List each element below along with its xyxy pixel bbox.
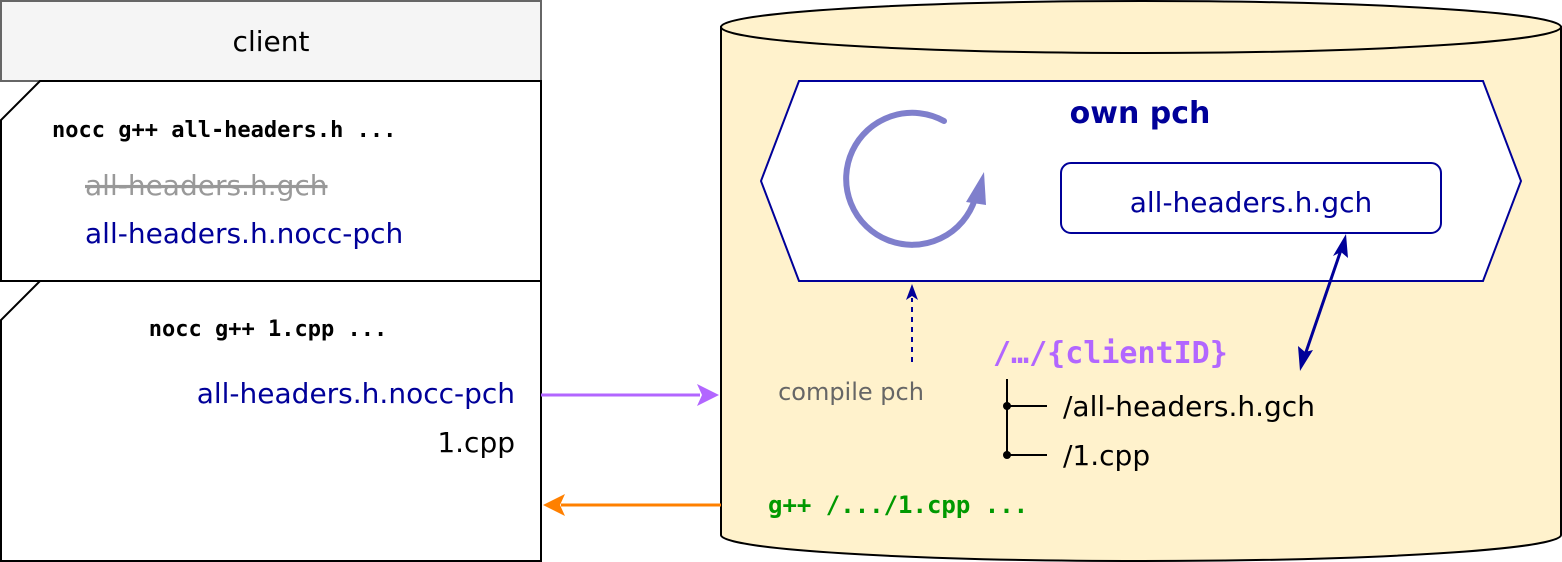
server-gpp-command: g++ /.../1.cpp ... [768, 491, 1028, 519]
gch-link-arrow [1298, 234, 1348, 371]
client-id-path: /…/{clientID} [993, 336, 1228, 371]
compile-pch-arrow [906, 284, 918, 362]
client-nocc-pch-output: all-headers.h.nocc-pch [85, 217, 403, 250]
request-arrow [541, 384, 719, 406]
client-step2-cpp-file: 1.cpp [437, 426, 515, 459]
cylinder-top [720, 0, 1562, 54]
response-arrow [543, 494, 721, 516]
client-step1-command: nocc g++ all-headers.h ... [52, 118, 396, 143]
client-step2-pch-file: all-headers.h.nocc-pch [197, 377, 515, 410]
own-pch-title: own pch [1070, 96, 1211, 131]
client-step2-card [0, 280, 542, 562]
struck-gch-file: all-headers.h.gch [85, 169, 328, 202]
compile-pch-label: compile pch [778, 378, 924, 406]
server-gch-file: all-headers.h.gch [1130, 186, 1373, 219]
file-tree [1003, 379, 1047, 459]
server-gch-box [1060, 162, 1442, 234]
client-title: client [233, 25, 310, 58]
client-panel: client nocc g++ all-headers.h ... all-he… [0, 0, 542, 562]
tree-item-gch: /all-headers.h.gch [1063, 390, 1315, 423]
refresh-cycle-icon [843, 109, 986, 248]
client-header-bar [0, 0, 542, 82]
tree-item-cpp: /1.cpp [1063, 439, 1150, 472]
own-pch-container: own pch all-headers.h.gch [759, 80, 1523, 282]
client-step2-command: nocc g++ 1.cpp ... [149, 317, 387, 342]
